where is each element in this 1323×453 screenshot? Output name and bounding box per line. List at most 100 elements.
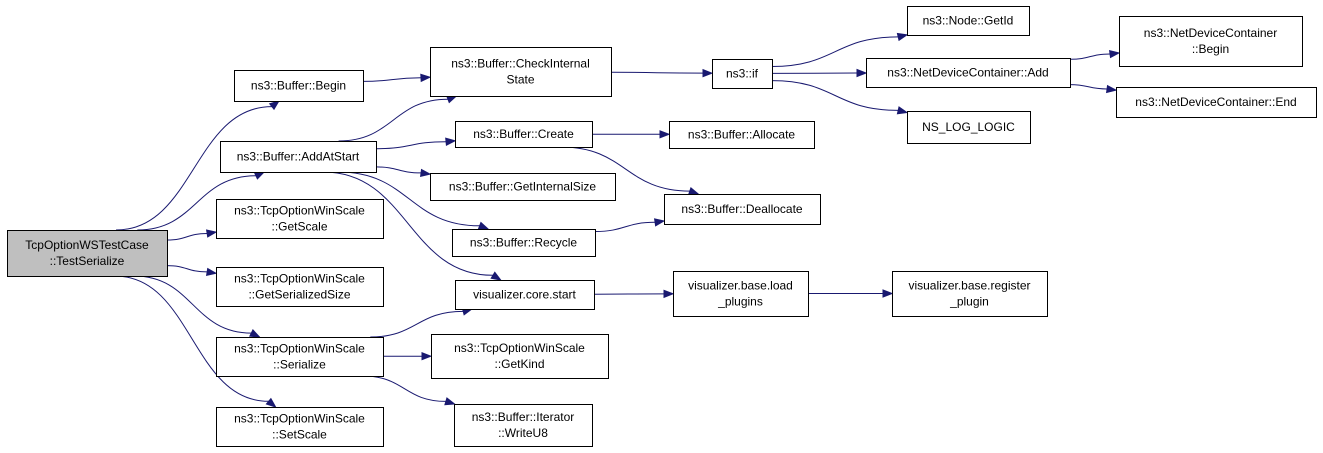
node-label: NS_LOG_LOGIC — [922, 120, 1015, 134]
node-root: TcpOptionWSTestCase::TestSerialize — [7, 230, 168, 277]
node-label: ::Begin — [1192, 42, 1229, 56]
arrowhead-icon — [659, 130, 671, 139]
node-label: ns3::Buffer::CheckInternal — [451, 57, 590, 71]
arrowhead-icon — [1106, 84, 1118, 94]
edge-vis_core_start-to-vis_load_plugins — [593, 289, 675, 299]
node-label: ns3::NetDeviceContainer — [1144, 26, 1277, 40]
arrowhead-icon — [882, 289, 894, 298]
node-node_getid[interactable]: ns3::Node::GetId — [907, 6, 1030, 36]
node-label: ns3::Buffer::AddAtStart — [237, 150, 360, 164]
edge-buf_begin-to-buf_checkint — [362, 73, 432, 83]
node-label: ::GetScale — [271, 220, 327, 234]
edge-ns3_if-to-node_getid — [771, 32, 909, 67]
node-box — [216, 199, 384, 239]
node-box — [452, 229, 596, 257]
node-vis_core_start[interactable]: visualizer.core.start — [455, 280, 595, 310]
node-ws_getsersize[interactable]: ns3::TcpOptionWinScale::GetSerializedSiz… — [216, 267, 384, 307]
node-label: ::GetKind — [494, 357, 544, 371]
arrowhead-icon — [654, 218, 666, 227]
arrowhead-icon — [896, 106, 909, 115]
node-box — [431, 334, 609, 379]
node-ns_log_logic[interactable]: NS_LOG_LOGIC — [907, 111, 1031, 144]
node-box — [1119, 16, 1303, 67]
node-buf_create[interactable]: ns3::Buffer::Create — [455, 121, 593, 148]
node-buf_deallocate[interactable]: ns3::Buffer::Deallocate — [664, 194, 821, 225]
node-box — [673, 271, 809, 317]
node-box — [430, 173, 616, 201]
node-label: ns3::TcpOptionWinScale — [234, 412, 365, 426]
node-box — [220, 141, 377, 173]
edge-ws_serialize-to-ws_getkind — [382, 351, 433, 361]
node-ndc_begin[interactable]: ns3::NetDeviceContainer::Begin — [1119, 16, 1303, 67]
node-ws_getscale[interactable]: ns3::TcpOptionWinScale::GetScale — [216, 199, 384, 239]
edge-buf_checkint-to-ns3_if — [610, 68, 714, 78]
arrowhead-icon — [663, 289, 675, 299]
node-ndc_end[interactable]: ns3::NetDeviceContainer::End — [1116, 87, 1317, 118]
node-label: _plugin — [949, 295, 989, 309]
node-box — [216, 407, 384, 447]
arrowhead-icon — [490, 271, 502, 281]
node-label: ns3::Buffer::Create — [473, 127, 574, 141]
edge-ndc_add-to-ndc_begin — [1069, 49, 1121, 60]
edge-ns3_if-to-ns_log_logic — [771, 80, 909, 115]
node-box — [907, 111, 1031, 144]
node-buf_addatstart[interactable]: ns3::Buffer::AddAtStart — [220, 141, 377, 173]
arrowhead-icon — [1109, 49, 1121, 59]
node-label: ns3::Buffer::Deallocate — [681, 202, 803, 216]
node-label: ns3::Buffer::Begin — [251, 79, 346, 93]
node-label: ns3::Buffer::Allocate — [688, 128, 796, 142]
edge-buf_addatstart-to-vis_core_start — [323, 171, 502, 281]
node-vis_register_plugin[interactable]: visualizer.base.register_plugin — [892, 271, 1048, 317]
node-label: ns3::TcpOptionWinScale — [234, 342, 365, 356]
edge-buf_addatstart-to-buf_getintsize — [375, 166, 432, 178]
node-label: ::GetSerializedSize — [248, 288, 350, 302]
arrowhead-icon — [420, 168, 432, 178]
node-box — [664, 194, 821, 225]
node-box — [907, 6, 1030, 36]
node-label: TcpOptionWSTestCase — [25, 238, 149, 252]
node-label: ns3::Buffer::GetInternalSize — [449, 180, 597, 194]
edge-ndc_add-to-ndc_end — [1069, 84, 1118, 94]
node-ws_serialize[interactable]: ns3::TcpOptionWinScale::Serialize — [216, 337, 384, 377]
edge-root-to-ws_getscale — [166, 229, 218, 241]
arrowhead-icon — [420, 73, 432, 83]
node-ndc_add[interactable]: ns3::NetDeviceContainer::Add — [866, 58, 1071, 88]
node-box — [7, 230, 168, 277]
node-box — [866, 58, 1071, 88]
node-label: ns3::NetDeviceContainer::Add — [887, 66, 1048, 80]
node-label: ns3::NetDeviceContainer::End — [1135, 95, 1296, 109]
node-box — [455, 280, 595, 310]
node-buf_getintsize[interactable]: ns3::Buffer::GetInternalSize — [430, 173, 616, 201]
node-box — [430, 47, 612, 97]
node-box — [892, 271, 1048, 317]
node-label: ns3::if — [726, 67, 759, 81]
node-box — [216, 267, 384, 307]
edge-root-to-ws_getsersize — [166, 265, 218, 277]
edge-vis_load_plugins-to-vis_register_plugin — [808, 289, 894, 298]
arrowhead-icon — [253, 171, 266, 180]
node-ws_setscale[interactable]: ns3::TcpOptionWinScale::SetScale — [216, 407, 384, 447]
node-label: ns3::TcpOptionWinScale — [234, 272, 365, 286]
arrowhead-icon — [445, 137, 457, 146]
node-label: ns3::Node::GetId — [923, 14, 1014, 28]
node-label: ns3::TcpOptionWinScale — [454, 341, 585, 355]
edge-root-to-ws_serialize — [134, 275, 261, 338]
node-label: ::TestSerialize — [50, 254, 125, 268]
node-buf_begin[interactable]: ns3::Buffer::Begin — [234, 70, 364, 102]
node-box — [454, 404, 593, 447]
arrowhead-icon — [856, 68, 868, 78]
node-iter_writeu8[interactable]: ns3::Buffer::Iterator::WriteU8 — [454, 404, 593, 447]
arrowhead-icon — [687, 186, 700, 195]
node-buf_allocate[interactable]: ns3::Buffer::Allocate — [669, 121, 815, 149]
node-box — [234, 70, 364, 102]
node-box — [1116, 87, 1317, 118]
node-ns3_if[interactable]: ns3::if — [712, 59, 773, 89]
node-ws_getkind[interactable]: ns3::TcpOptionWinScale::GetKind — [431, 334, 609, 379]
node-buf_recycle[interactable]: ns3::Buffer::Recycle — [452, 229, 596, 257]
edge-buf_addatstart-to-buf_create — [375, 137, 457, 150]
node-box — [712, 59, 773, 89]
node-vis_load_plugins[interactable]: visualizer.base.load_plugins — [673, 271, 809, 317]
node-box — [216, 337, 384, 377]
node-box — [455, 121, 593, 148]
